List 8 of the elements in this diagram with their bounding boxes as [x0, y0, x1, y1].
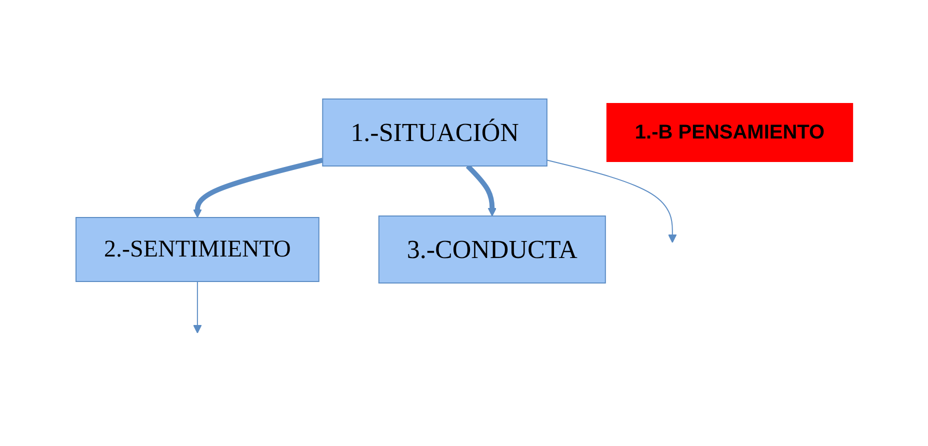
node-box: 3.-CONDUCTA [378, 216, 606, 284]
arrow [466, 164, 496, 216]
arrow [192, 281, 202, 334]
node-box: 2.-SENTIMIENTO [75, 217, 320, 282]
arrow [192, 158, 323, 218]
arrow [546, 160, 676, 243]
node-box: 1.-SITUACIÓN [322, 98, 548, 166]
node-box: 1.-B PENSAMIENTO [606, 103, 853, 162]
